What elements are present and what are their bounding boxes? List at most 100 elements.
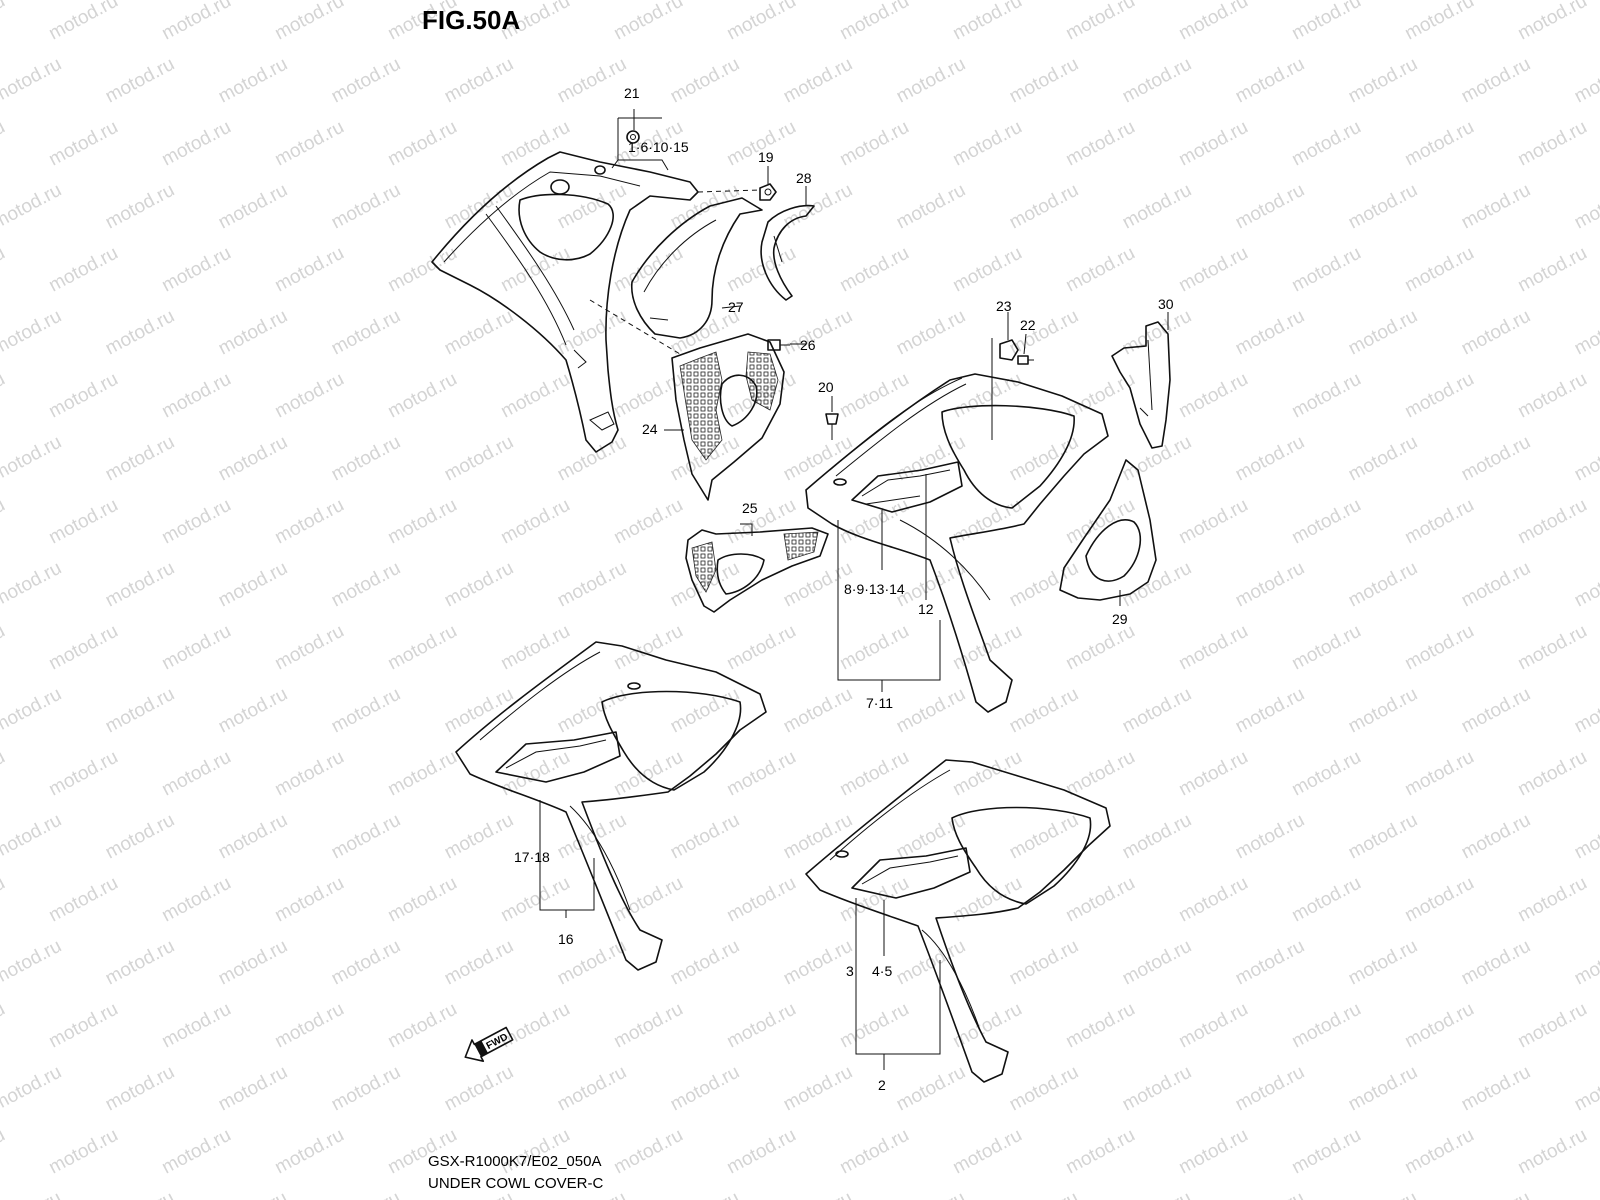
watermark-text: motod.ru <box>554 432 630 486</box>
watermark-text: motod.ru <box>215 432 291 486</box>
watermark-text: motod.ru <box>1062 873 1138 927</box>
label-24: 24 <box>642 421 658 437</box>
watermark-text: motod.ru <box>384 873 460 927</box>
watermark-text: motod.ru <box>1401 999 1477 1053</box>
watermark-text: motod.ru <box>328 1188 404 1200</box>
watermark-text: motod.ru <box>723 999 799 1053</box>
watermark-text: motod.ru <box>1062 495 1138 549</box>
watermark-text: motod.ru <box>1458 1188 1534 1200</box>
watermark-text: motod.ru <box>949 999 1025 1053</box>
watermark-text: motod.ru <box>1571 558 1600 612</box>
watermark-text: motod.ru <box>0 936 65 990</box>
watermark-text: motod.ru <box>271 369 347 423</box>
watermark-text: motod.ru <box>836 747 912 801</box>
watermark-text: motod.ru <box>102 54 178 108</box>
watermark-text: motod.ru <box>102 684 178 738</box>
watermark-text: motod.ru <box>1006 1188 1082 1200</box>
fastener-23 <box>999 339 1019 361</box>
watermark-text: motod.ru <box>723 621 799 675</box>
watermark-text: motod.ru <box>836 117 912 171</box>
label-21: 21 <box>624 85 640 101</box>
watermark-text: motod.ru <box>1458 558 1534 612</box>
watermark-text: motod.ru <box>0 1188 65 1200</box>
watermark-text: motod.ru <box>1288 117 1364 171</box>
watermark-text: motod.ru <box>0 999 9 1053</box>
watermark-text: motod.ru <box>1062 369 1138 423</box>
watermark-text: motod.ru <box>0 54 65 108</box>
watermark-text: motod.ru <box>1514 369 1590 423</box>
watermark-text: motod.ru <box>1288 0 1364 44</box>
watermark-text: motod.ru <box>328 306 404 360</box>
watermark-text: motod.ru <box>0 810 65 864</box>
watermark-text: motod.ru <box>1514 873 1590 927</box>
watermark-text: motod.ru <box>1571 432 1600 486</box>
watermark-text: motod.ru <box>610 747 686 801</box>
under-cowl-lower-left <box>455 641 767 971</box>
watermark-text: motod.ru <box>497 495 573 549</box>
watermark-text: motod.ru <box>1232 306 1308 360</box>
watermark-text: motod.ru <box>1062 117 1138 171</box>
watermark-text: motod.ru <box>271 117 347 171</box>
watermark-text: motod.ru <box>441 432 517 486</box>
watermark-text: motod.ru <box>1458 684 1534 738</box>
watermark-text: motod.ru <box>497 117 573 171</box>
label-2: 2 <box>878 1077 886 1093</box>
label-8-9-13-14: 8·9·13·14 <box>844 581 905 597</box>
watermark-text: motod.ru <box>893 936 969 990</box>
watermark-text: motod.ru <box>1571 1188 1600 1200</box>
watermark-text: motod.ru <box>215 180 291 234</box>
watermark-text: motod.ru <box>949 747 1025 801</box>
watermark-text: motod.ru <box>102 810 178 864</box>
watermark-text: motod.ru <box>554 558 630 612</box>
label-26: 26 <box>800 337 816 353</box>
diagram-caption: UNDER COWL COVER-C <box>428 1175 603 1192</box>
watermark-text: motod.ru <box>1345 54 1421 108</box>
watermark-text: motod.ru <box>158 0 234 44</box>
watermark-text: motod.ru <box>1062 0 1138 44</box>
watermark-text: motod.ru <box>441 1062 517 1116</box>
screw-22 <box>1017 355 1034 365</box>
watermark-text: motod.ru <box>0 117 9 171</box>
watermark-text: motod.ru <box>1119 1062 1195 1116</box>
fastener-21 <box>626 130 640 144</box>
part-labels: 21 1·6·10·15 19 28 27 26 24 25 23 22 30 … <box>514 85 1174 1093</box>
watermark-text: motod.ru <box>780 180 856 234</box>
watermark-text: motod.ru <box>215 810 291 864</box>
watermark-text: motod.ru <box>441 54 517 108</box>
watermark-text: motod.ru <box>45 495 121 549</box>
watermark-text: motod.ru <box>1345 1062 1421 1116</box>
watermark-text: motod.ru <box>328 1062 404 1116</box>
label-19: 19 <box>758 149 774 165</box>
label-30: 30 <box>1158 296 1174 312</box>
watermark-text: motod.ru <box>723 873 799 927</box>
watermark-text: motod.ru <box>102 432 178 486</box>
watermark-text: motod.ru <box>893 1188 969 1200</box>
watermark-text: motod.ru <box>271 873 347 927</box>
watermark-text: motod.ru <box>1175 243 1251 297</box>
watermark-text: motod.ru <box>271 621 347 675</box>
watermark-text: motod.ru <box>384 495 460 549</box>
watermark-text: motod.ru <box>384 1125 460 1179</box>
watermark-text: motod.ru <box>1119 558 1195 612</box>
watermark-text: motod.ru <box>45 873 121 927</box>
watermark-text: motod.ru <box>1514 117 1590 171</box>
watermark-text: motod.ru <box>45 621 121 675</box>
watermark-text: motod.ru <box>893 180 969 234</box>
watermark-text: motod.ru <box>1514 0 1590 44</box>
watermark-text: motod.ru <box>1175 369 1251 423</box>
watermark-text: motod.ru <box>1345 306 1421 360</box>
watermark-text: motod.ru <box>1458 1062 1534 1116</box>
watermark-text: motod.ru <box>1175 747 1251 801</box>
watermark-text: motod.ru <box>1119 936 1195 990</box>
watermark-text: motod.ru <box>328 432 404 486</box>
watermark-text: motod.ru <box>780 936 856 990</box>
watermark-text: motod.ru <box>554 1062 630 1116</box>
label-27: 27 <box>728 299 744 315</box>
watermark-text: motod.ru <box>1514 243 1590 297</box>
watermark-text: motod.ru <box>102 558 178 612</box>
watermark-text: motod.ru <box>1345 180 1421 234</box>
watermark-text: motod.ru <box>0 558 65 612</box>
watermark-text: motod.ru <box>1514 999 1590 1053</box>
watermark-text: motod.ru <box>45 117 121 171</box>
watermark-text: motod.ru <box>667 936 743 990</box>
